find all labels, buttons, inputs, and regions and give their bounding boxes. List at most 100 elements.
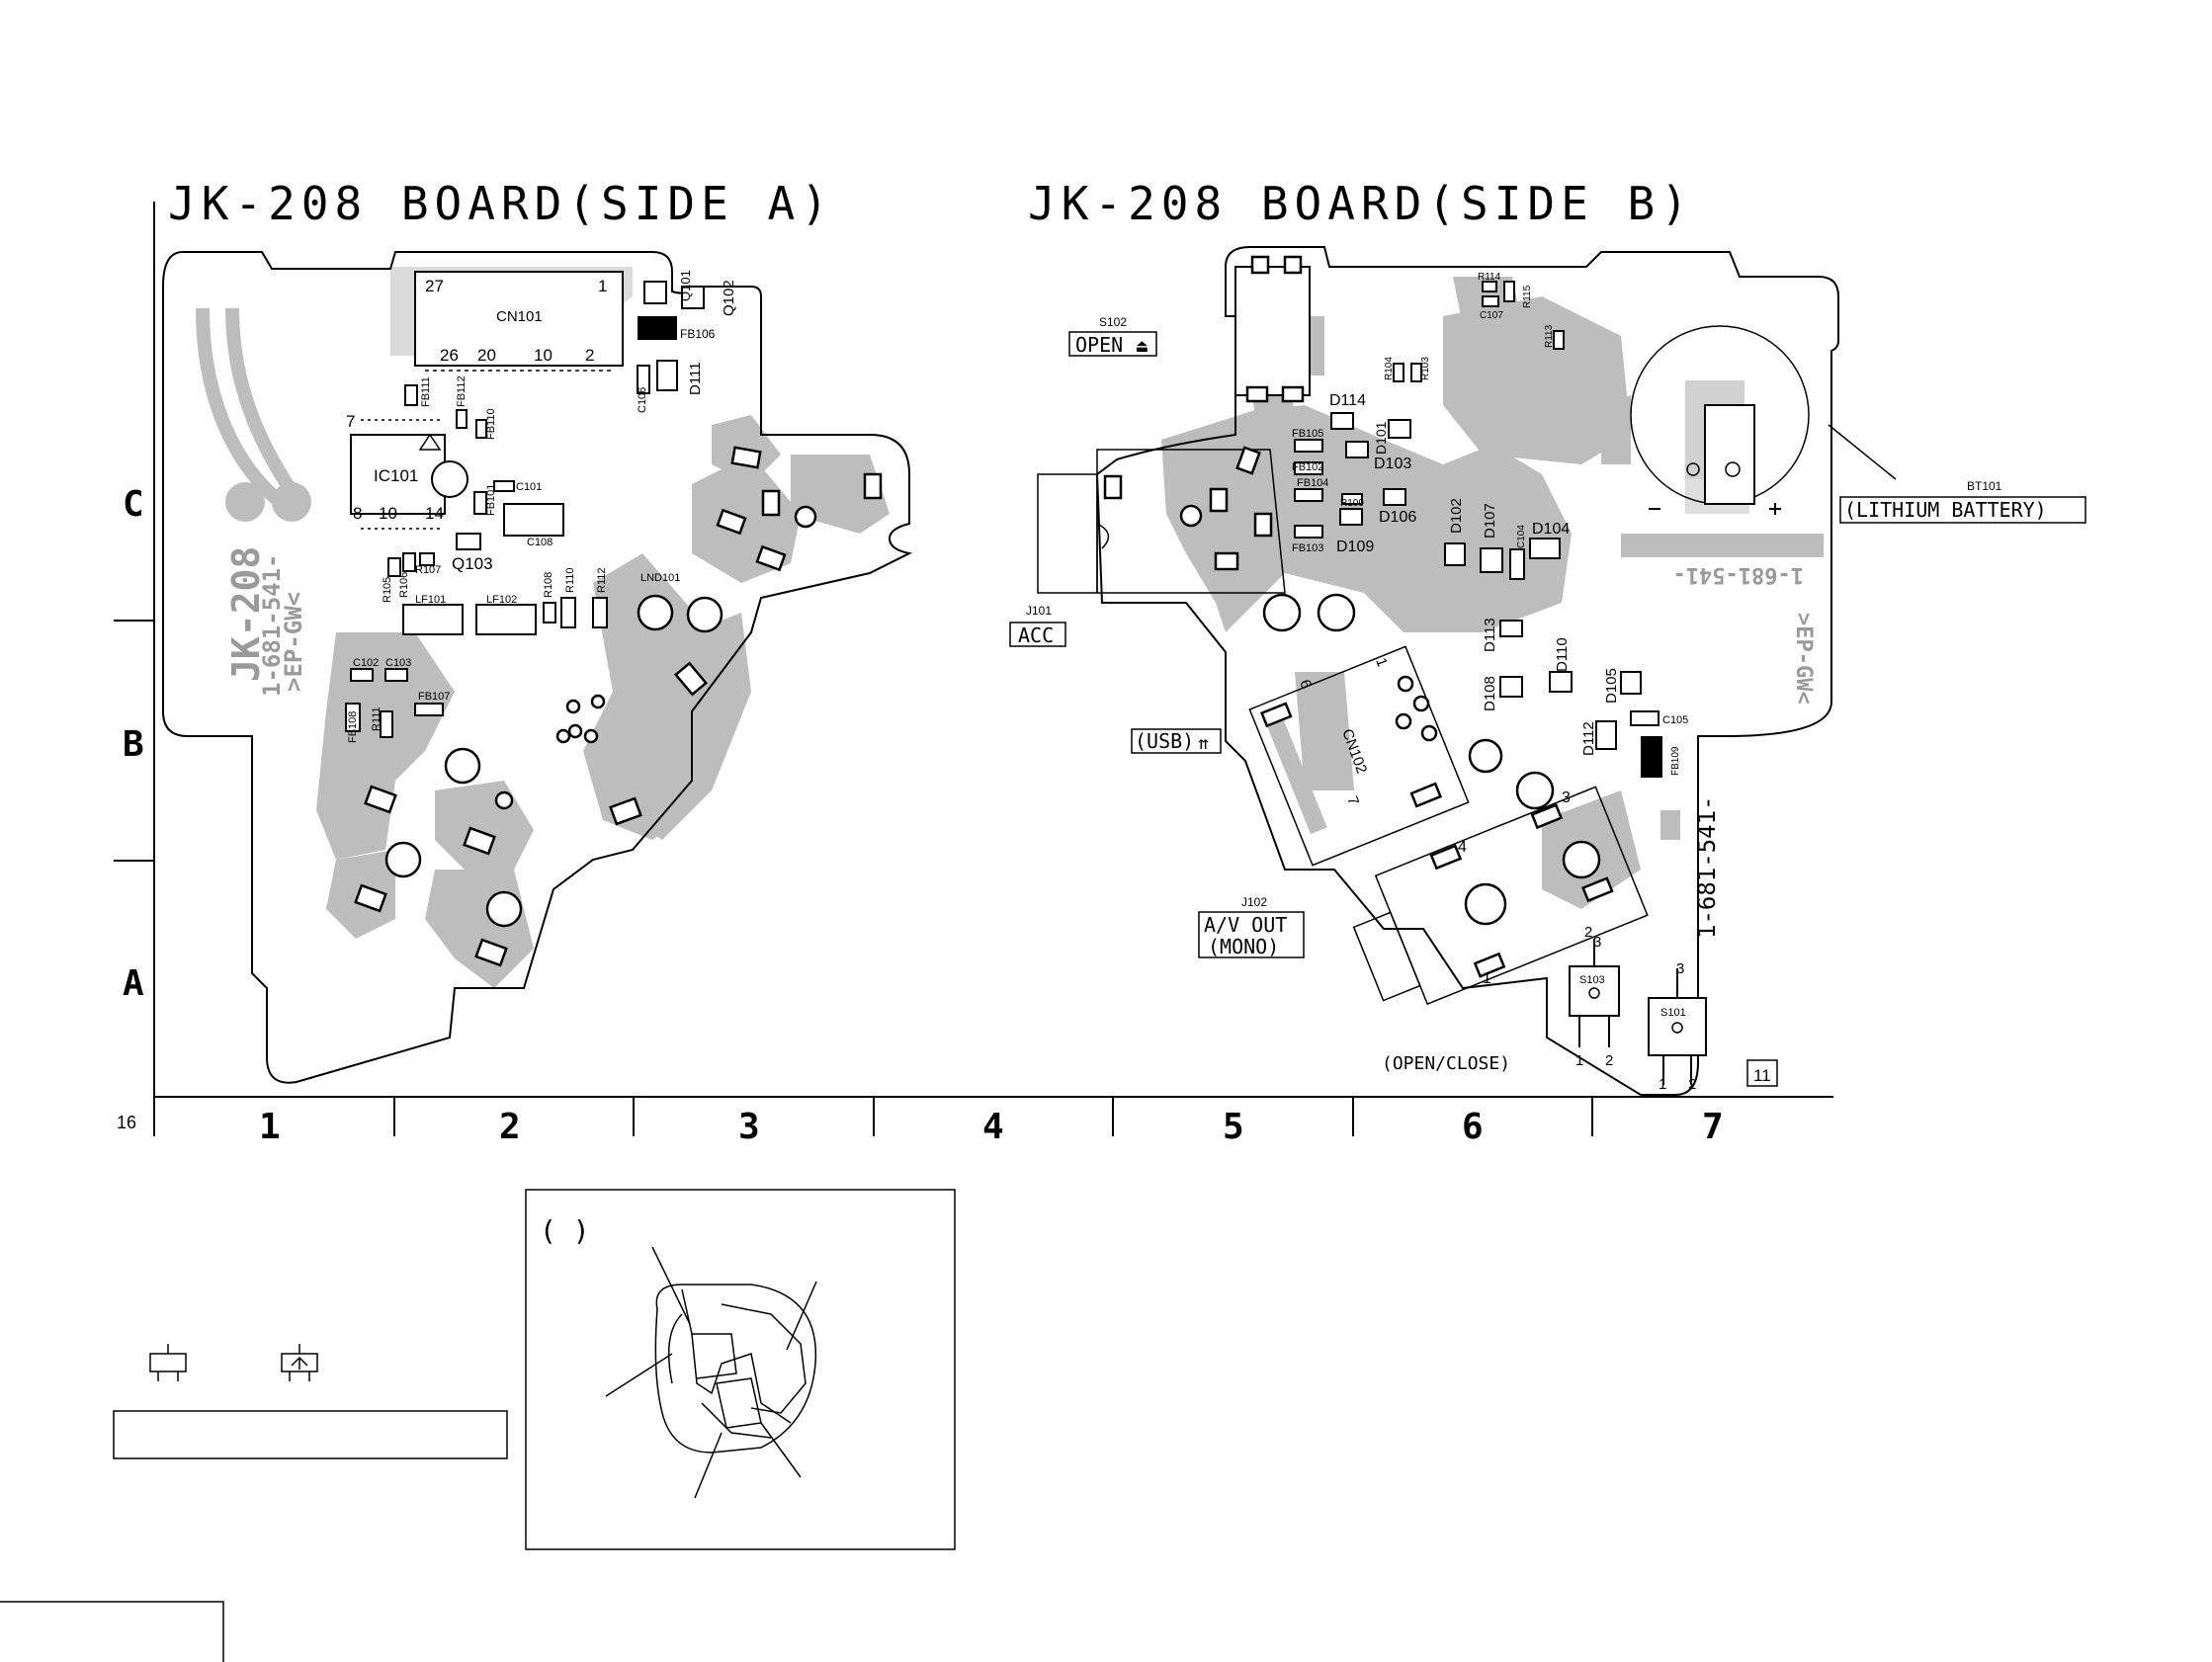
cn101-pin-2: 2 bbox=[585, 346, 594, 365]
fb108-label: FB108 bbox=[347, 711, 359, 743]
side-a-hole-7 bbox=[494, 790, 514, 810]
transistor-legend bbox=[149, 1344, 318, 1381]
lf101-part bbox=[402, 604, 464, 635]
fb105-part bbox=[1294, 439, 1323, 453]
ic101-pin-7: 7 bbox=[346, 412, 355, 431]
bt101-plus-mark bbox=[1725, 461, 1741, 477]
q103-label: Q103 bbox=[452, 554, 493, 573]
c104-label: C104 bbox=[1516, 525, 1527, 548]
r106-part bbox=[402, 552, 416, 572]
lnd101-hole-1 bbox=[637, 594, 674, 631]
d114-part bbox=[1330, 412, 1354, 430]
cn102-pin-7: 7 bbox=[1343, 794, 1362, 808]
fb107-label: FB107 bbox=[418, 691, 450, 703]
c102-label: C102 bbox=[353, 657, 379, 669]
side-a-hole-3 bbox=[444, 747, 481, 785]
c108-part bbox=[503, 503, 564, 537]
d102-label: D102 bbox=[1448, 498, 1465, 534]
fb105-label: FB105 bbox=[1292, 428, 1323, 440]
s101-label: S101 bbox=[1660, 1007, 1686, 1019]
column-label-2: 2 bbox=[499, 1107, 521, 1147]
d109-part bbox=[1339, 508, 1363, 526]
transistor-symbol bbox=[149, 1353, 187, 1372]
column-label-5: 5 bbox=[1223, 1107, 1244, 1147]
d107-label: D107 bbox=[1482, 503, 1498, 539]
ic101-pin-14: 14 bbox=[425, 504, 444, 523]
column-label-4: 4 bbox=[982, 1107, 1004, 1147]
ic101-pin-10: 10 bbox=[379, 504, 397, 523]
side-a-pad-11 bbox=[474, 938, 508, 967]
s102-label-box bbox=[1068, 331, 1157, 357]
j101-hole bbox=[1179, 504, 1203, 528]
r103-label: R103 bbox=[1420, 357, 1431, 380]
r114-label: R114 bbox=[1478, 272, 1501, 283]
j102-label-1: A/V OUT bbox=[1204, 913, 1287, 937]
r108-label: R108 bbox=[543, 572, 554, 598]
sheet-tag-box bbox=[1746, 1059, 1778, 1087]
d110-part bbox=[1549, 671, 1573, 693]
r113-part bbox=[1553, 330, 1565, 350]
fb109-part bbox=[1641, 736, 1662, 778]
side-a-pad-1 bbox=[730, 446, 762, 469]
side-a-pad-9 bbox=[463, 826, 496, 856]
c106-part bbox=[637, 365, 650, 394]
lnd101-hole-2 bbox=[686, 596, 723, 633]
cn101-pin-20: 20 bbox=[477, 346, 496, 365]
fb108-part bbox=[345, 703, 361, 732]
j102-hole-2 bbox=[1562, 840, 1601, 879]
r115-part bbox=[1503, 281, 1515, 302]
cn102-pin-1 bbox=[1397, 675, 1414, 693]
s103-pin-3: 3 bbox=[1593, 934, 1601, 951]
bt101-minus-mark bbox=[1686, 462, 1700, 476]
fb110-label: FB110 bbox=[485, 408, 497, 440]
cn102-pin-2 bbox=[1412, 695, 1430, 712]
side-a-pad-3 bbox=[716, 508, 747, 536]
fb111-label: FB111 bbox=[420, 376, 432, 407]
usb-label-text: USB bbox=[1147, 729, 1182, 753]
jack-pin-3: 3 bbox=[1562, 789, 1571, 806]
c108-label: C108 bbox=[527, 537, 553, 548]
d105-label: D105 bbox=[1603, 668, 1620, 704]
fb106-part bbox=[638, 316, 677, 340]
detail-box-paren: ( ) bbox=[540, 1214, 590, 1247]
row-label-c: C bbox=[123, 484, 144, 525]
side-a-silk-code: >EP-GW< bbox=[280, 592, 307, 692]
s103-pin-2: 2 bbox=[1584, 924, 1592, 941]
fb103-part bbox=[1294, 525, 1323, 539]
side-a-labels: CN101 27 1 26 20 10 2 IC101 7 8 10 14 Q1… bbox=[346, 270, 737, 743]
r105-label: R105 bbox=[382, 577, 393, 603]
d107-part bbox=[1480, 547, 1503, 573]
side-a-pad-4 bbox=[755, 544, 787, 572]
fb109-label: FB109 bbox=[1670, 746, 1681, 776]
c103-part bbox=[384, 668, 408, 682]
j101-pad-3 bbox=[1209, 487, 1229, 513]
r107-label: R107 bbox=[415, 564, 441, 576]
d103-part bbox=[1345, 441, 1369, 458]
s101-pin-1: 1 bbox=[1659, 1076, 1666, 1093]
r109-label: R109 bbox=[1340, 498, 1364, 509]
j102-hole-1 bbox=[1464, 882, 1507, 926]
s102-pad-3 bbox=[1245, 385, 1269, 403]
column-label-7: 7 bbox=[1702, 1107, 1724, 1147]
side-a-pad-6 bbox=[673, 661, 709, 697]
d110-label: D110 bbox=[1554, 637, 1571, 672]
d111-part bbox=[656, 360, 678, 391]
r112-part bbox=[592, 597, 608, 628]
s103-pin-1: 1 bbox=[1575, 1052, 1583, 1069]
c105-part bbox=[1630, 710, 1659, 726]
s102-pad-2 bbox=[1283, 255, 1303, 275]
s102-switch bbox=[1234, 266, 1311, 396]
bt101-holder bbox=[1704, 404, 1755, 505]
column-label-3: 3 bbox=[738, 1107, 760, 1147]
fb101-part bbox=[473, 491, 487, 515]
side-a-pad-8 bbox=[364, 785, 397, 814]
grid-frame bbox=[114, 202, 1833, 1136]
side-a-silk-model: JK-208 bbox=[224, 546, 268, 682]
legend-note-box bbox=[113, 1410, 508, 1459]
usb-icon: ⇈ bbox=[1198, 733, 1209, 754]
j102-ref: J102 bbox=[1241, 895, 1267, 909]
cn101-connector bbox=[414, 271, 624, 367]
side-a-silk-number: 1-681-541- bbox=[258, 554, 286, 698]
bt101-ref: BT101 bbox=[1967, 479, 2002, 493]
q102-label: Q102 bbox=[721, 280, 737, 316]
